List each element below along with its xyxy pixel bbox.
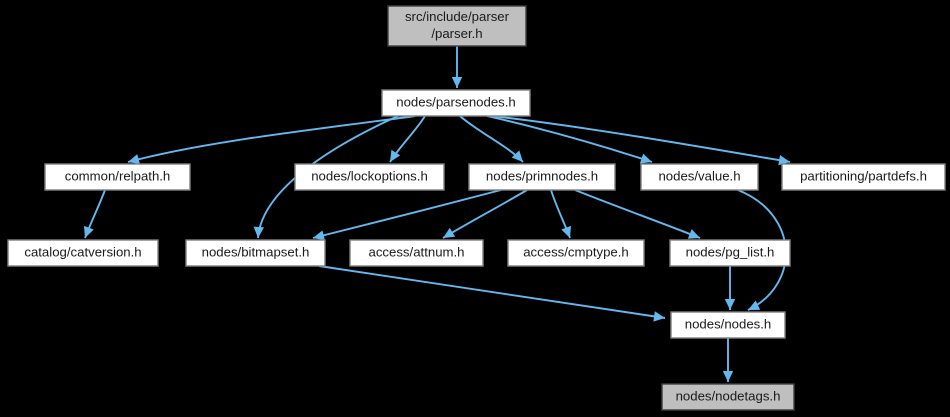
node-label-parser: src/include/parser bbox=[405, 9, 510, 24]
node-parser[interactable]: src/include/parser/parser.h bbox=[387, 5, 527, 47]
node-label-bitmapset: nodes/bitmapset.h bbox=[202, 244, 310, 259]
arrowhead-primnodes-to-cmptype bbox=[561, 225, 572, 238]
node-box-pg_list[interactable] bbox=[669, 239, 791, 267]
node-box-cmptype[interactable] bbox=[507, 239, 645, 267]
arrowhead-parsenodes-to-partdefs bbox=[778, 155, 790, 166]
node-label-parser: /parser.h bbox=[431, 26, 482, 41]
arrowhead-primnodes-to-attnum bbox=[443, 227, 456, 238]
nodes-layer: src/include/parser/parser.h nodes/parseno… bbox=[7, 5, 946, 411]
node-pg_list[interactable]: nodes/pg_list.h bbox=[669, 239, 791, 267]
arrowhead-parsenodes-to-primnodes bbox=[511, 150, 523, 162]
node-box-nodes[interactable] bbox=[670, 311, 786, 339]
node-value[interactable]: nodes/value.h bbox=[640, 163, 759, 191]
node-box-parsenodes[interactable] bbox=[381, 89, 531, 117]
node-label-relpath: common/relpath.h bbox=[65, 168, 171, 183]
edge-parsenodes-to-relpath bbox=[127, 115, 416, 163]
arrowhead-parsenodes-to-value bbox=[639, 153, 652, 164]
node-nodes[interactable]: nodes/nodes.h bbox=[670, 311, 786, 339]
node-box-nodetags[interactable] bbox=[661, 383, 795, 411]
node-box-parser[interactable] bbox=[387, 5, 527, 47]
node-label-cmptype: access/cmptype.h bbox=[523, 244, 629, 259]
node-label-lockoptions: nodes/lockoptions.h bbox=[311, 168, 428, 183]
node-attnum[interactable]: access/attnum.h bbox=[349, 239, 484, 267]
edge-bitmapset-to-nodes bbox=[318, 265, 666, 319]
arrowhead-parsenodes-to-relpath bbox=[128, 154, 140, 165]
node-nodetags[interactable]: nodes/nodetags.h bbox=[661, 383, 795, 411]
edge-parsenodes-to-partdefs bbox=[491, 115, 791, 163]
node-bitmapset[interactable]: nodes/bitmapset.h bbox=[185, 239, 326, 267]
arrowhead-bitmapset-to-nodes bbox=[653, 311, 665, 322]
arrowhead-relpath-to-catversion bbox=[83, 225, 94, 238]
node-box-partdefs[interactable] bbox=[781, 163, 946, 191]
arrowhead-parsenodes-to-lockoptions bbox=[390, 149, 401, 162]
node-cmptype[interactable]: access/cmptype.h bbox=[507, 239, 645, 267]
node-label-parsenodes: nodes/parsenodes.h bbox=[396, 94, 516, 109]
node-label-pg_list: nodes/pg_list.h bbox=[686, 244, 775, 259]
edge-parsenodes-to-value bbox=[486, 115, 653, 163]
edge-primnodes-to-pg_list bbox=[574, 189, 701, 239]
node-lockoptions[interactable]: nodes/lockoptions.h bbox=[294, 163, 445, 191]
node-box-lockoptions[interactable] bbox=[294, 163, 445, 191]
edge-primnodes-to-bitmapset bbox=[312, 189, 502, 239]
node-label-nodetags: nodes/nodetags.h bbox=[676, 388, 781, 403]
node-box-value[interactable] bbox=[640, 163, 759, 191]
node-parsenodes[interactable]: nodes/parsenodes.h bbox=[381, 89, 531, 117]
node-box-catversion[interactable] bbox=[7, 239, 159, 267]
edge-primnodes-to-attnum bbox=[442, 189, 528, 239]
node-label-value: nodes/value.h bbox=[658, 168, 740, 183]
node-partdefs[interactable]: partitioning/partdefs.h bbox=[781, 163, 946, 191]
node-catversion[interactable]: catalog/catversion.h bbox=[7, 239, 159, 267]
node-box-primnodes[interactable] bbox=[468, 163, 616, 191]
node-box-bitmapset[interactable] bbox=[185, 239, 326, 267]
arrowhead-primnodes-to-pg_list bbox=[687, 229, 700, 239]
node-primnodes[interactable]: nodes/primnodes.h bbox=[468, 163, 616, 191]
arrowhead-primnodes-to-bitmapset bbox=[313, 230, 325, 241]
arrowhead-parsenodes-to-bitmapset bbox=[253, 226, 265, 238]
arrowhead-nodes-to-nodetags bbox=[722, 371, 734, 382]
node-label-partdefs: partitioning/partdefs.h bbox=[800, 168, 927, 183]
node-label-attnum: access/attnum.h bbox=[368, 244, 464, 259]
node-label-catversion: catalog/catversion.h bbox=[24, 244, 141, 259]
arrowhead-parser-to-parsenodes bbox=[451, 77, 463, 88]
node-box-attnum[interactable] bbox=[349, 239, 484, 267]
node-box-relpath[interactable] bbox=[44, 163, 191, 191]
arrowhead-pg_list-to-nodes bbox=[724, 299, 736, 310]
node-label-nodes: nodes/nodes.h bbox=[685, 316, 772, 331]
node-label-primnodes: nodes/primnodes.h bbox=[486, 168, 598, 183]
arrowhead-value-to-nodes bbox=[748, 300, 761, 310]
node-relpath[interactable]: common/relpath.h bbox=[44, 163, 191, 191]
